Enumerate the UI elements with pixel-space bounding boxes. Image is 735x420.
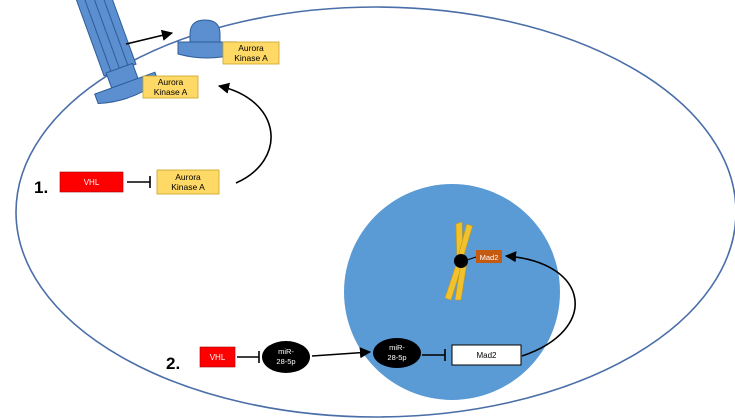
curved-arrow-step1 — [217, 82, 272, 184]
cilium — [75, 0, 159, 105]
detached-basal-body — [177, 19, 237, 59]
aurora-kinase-target-box: Aurora Kinase A — [156, 169, 220, 195]
aurora-bound-label-line2: Kinase A — [154, 87, 188, 97]
mirna-nuc-label-line2: 28-5p — [387, 353, 406, 362]
inhibition-bar-step2 — [237, 351, 260, 363]
aurora-free-label-line1: Aurora — [238, 43, 264, 53]
chromosome — [444, 221, 473, 301]
aurora-target-label-line1: Aurora — [175, 172, 201, 182]
mirna-cyto-label-line1: miR- — [278, 347, 294, 356]
mirna-nuc-label-line1: miR- — [389, 343, 405, 352]
aurora-free-label-line2: Kinase A — [234, 53, 268, 63]
aurora-target-label-line2: Kinase A — [171, 182, 205, 192]
mirna-cytoplasm: miR- 28-5p — [262, 341, 310, 373]
disassembly-arrow — [125, 29, 174, 45]
kinetochore — [454, 254, 468, 268]
curved-arrow-step2 — [504, 251, 576, 357]
cilium-shaft — [75, 0, 137, 77]
step-1-number: 1. — [34, 178, 48, 197]
mad2-kinetochore-label: Mad2 — [480, 253, 499, 262]
inhibition-bar-step1 — [127, 176, 151, 188]
aurora-kinase-free-box: Aurora Kinase A — [222, 41, 280, 65]
vhl-box-step1: VHL — [59, 171, 124, 193]
kinetochore-link — [466, 256, 477, 261]
step-2-number: 2. — [166, 354, 180, 373]
mirna-nucleus: miR- 28-5p — [373, 338, 421, 368]
nuclear-import-arrow — [311, 347, 372, 359]
inhibition-bar-nucleus — [422, 349, 446, 361]
mad2-label: Mad2 — [476, 351, 497, 360]
aurora-kinase-bound-box: Aurora Kinase A — [142, 75, 199, 99]
mad2-kinetochore-tag: Mad2 — [476, 250, 502, 263]
vhl-label-step1: VHL — [84, 178, 100, 187]
vhl-box-step2: VHL — [199, 346, 236, 368]
cell-membrane — [15, 6, 735, 418]
mad2-box: Mad2 — [451, 344, 522, 366]
aurora-bound-label-line1: Aurora — [158, 77, 184, 87]
vhl-label-step2: VHL — [210, 353, 226, 362]
mirna-cyto-label-line2: 28-5p — [276, 357, 295, 366]
